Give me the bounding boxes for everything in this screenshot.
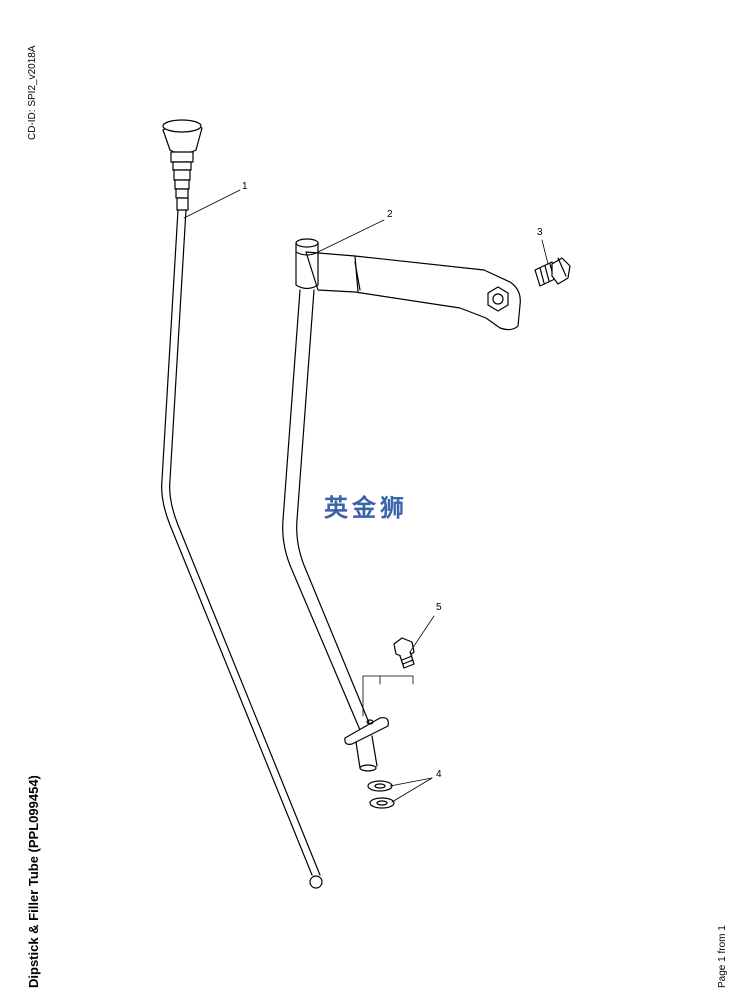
bolt-part-3 xyxy=(534,257,571,287)
watermark-text: 英金狮 xyxy=(324,494,408,522)
callout-1: 1 xyxy=(242,181,248,192)
page-indicator: Page 1 from 1 xyxy=(717,925,728,988)
callout-2: 2 xyxy=(387,209,393,220)
filler-tube-part-2 xyxy=(282,238,521,772)
diagram-title: Dipstick & Filler Tube (PPL099454) xyxy=(26,775,41,988)
dipstick-part-1 xyxy=(161,119,323,889)
callout-3: 3 xyxy=(537,227,543,238)
bolt-part-5 xyxy=(393,637,415,669)
cd-id-label: CD-ID: SPI2_v2018A xyxy=(27,45,38,141)
washers-part-4 xyxy=(367,780,395,809)
callout-5: 5 xyxy=(436,602,442,613)
callout-4: 4 xyxy=(436,769,442,780)
leader-lines xyxy=(183,189,549,803)
